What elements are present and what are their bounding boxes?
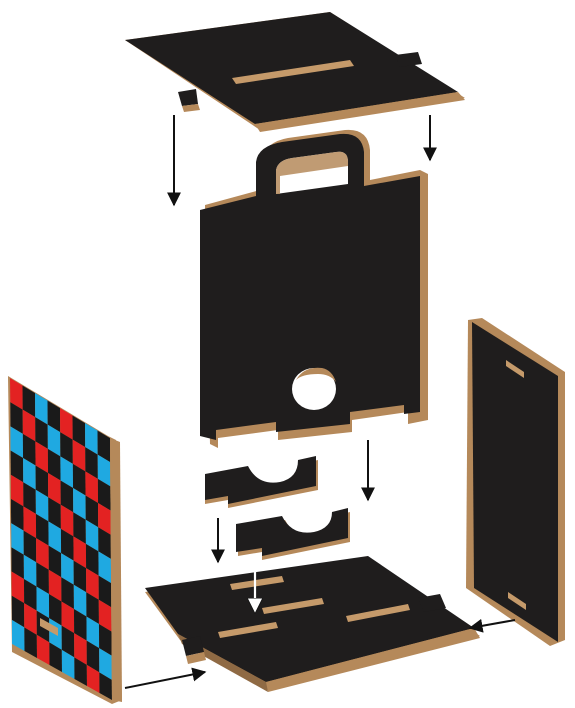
cradle-upper [205, 456, 318, 508]
side-panel-black [466, 318, 565, 646]
arrow-base-left [125, 672, 205, 688]
arrow-base-right [470, 620, 515, 628]
top-panel [125, 12, 465, 132]
side-panel-checkered [8, 376, 122, 704]
back-panel-with-handle [200, 130, 428, 448]
base-panel [145, 556, 480, 692]
cradle-lower [236, 508, 350, 560]
